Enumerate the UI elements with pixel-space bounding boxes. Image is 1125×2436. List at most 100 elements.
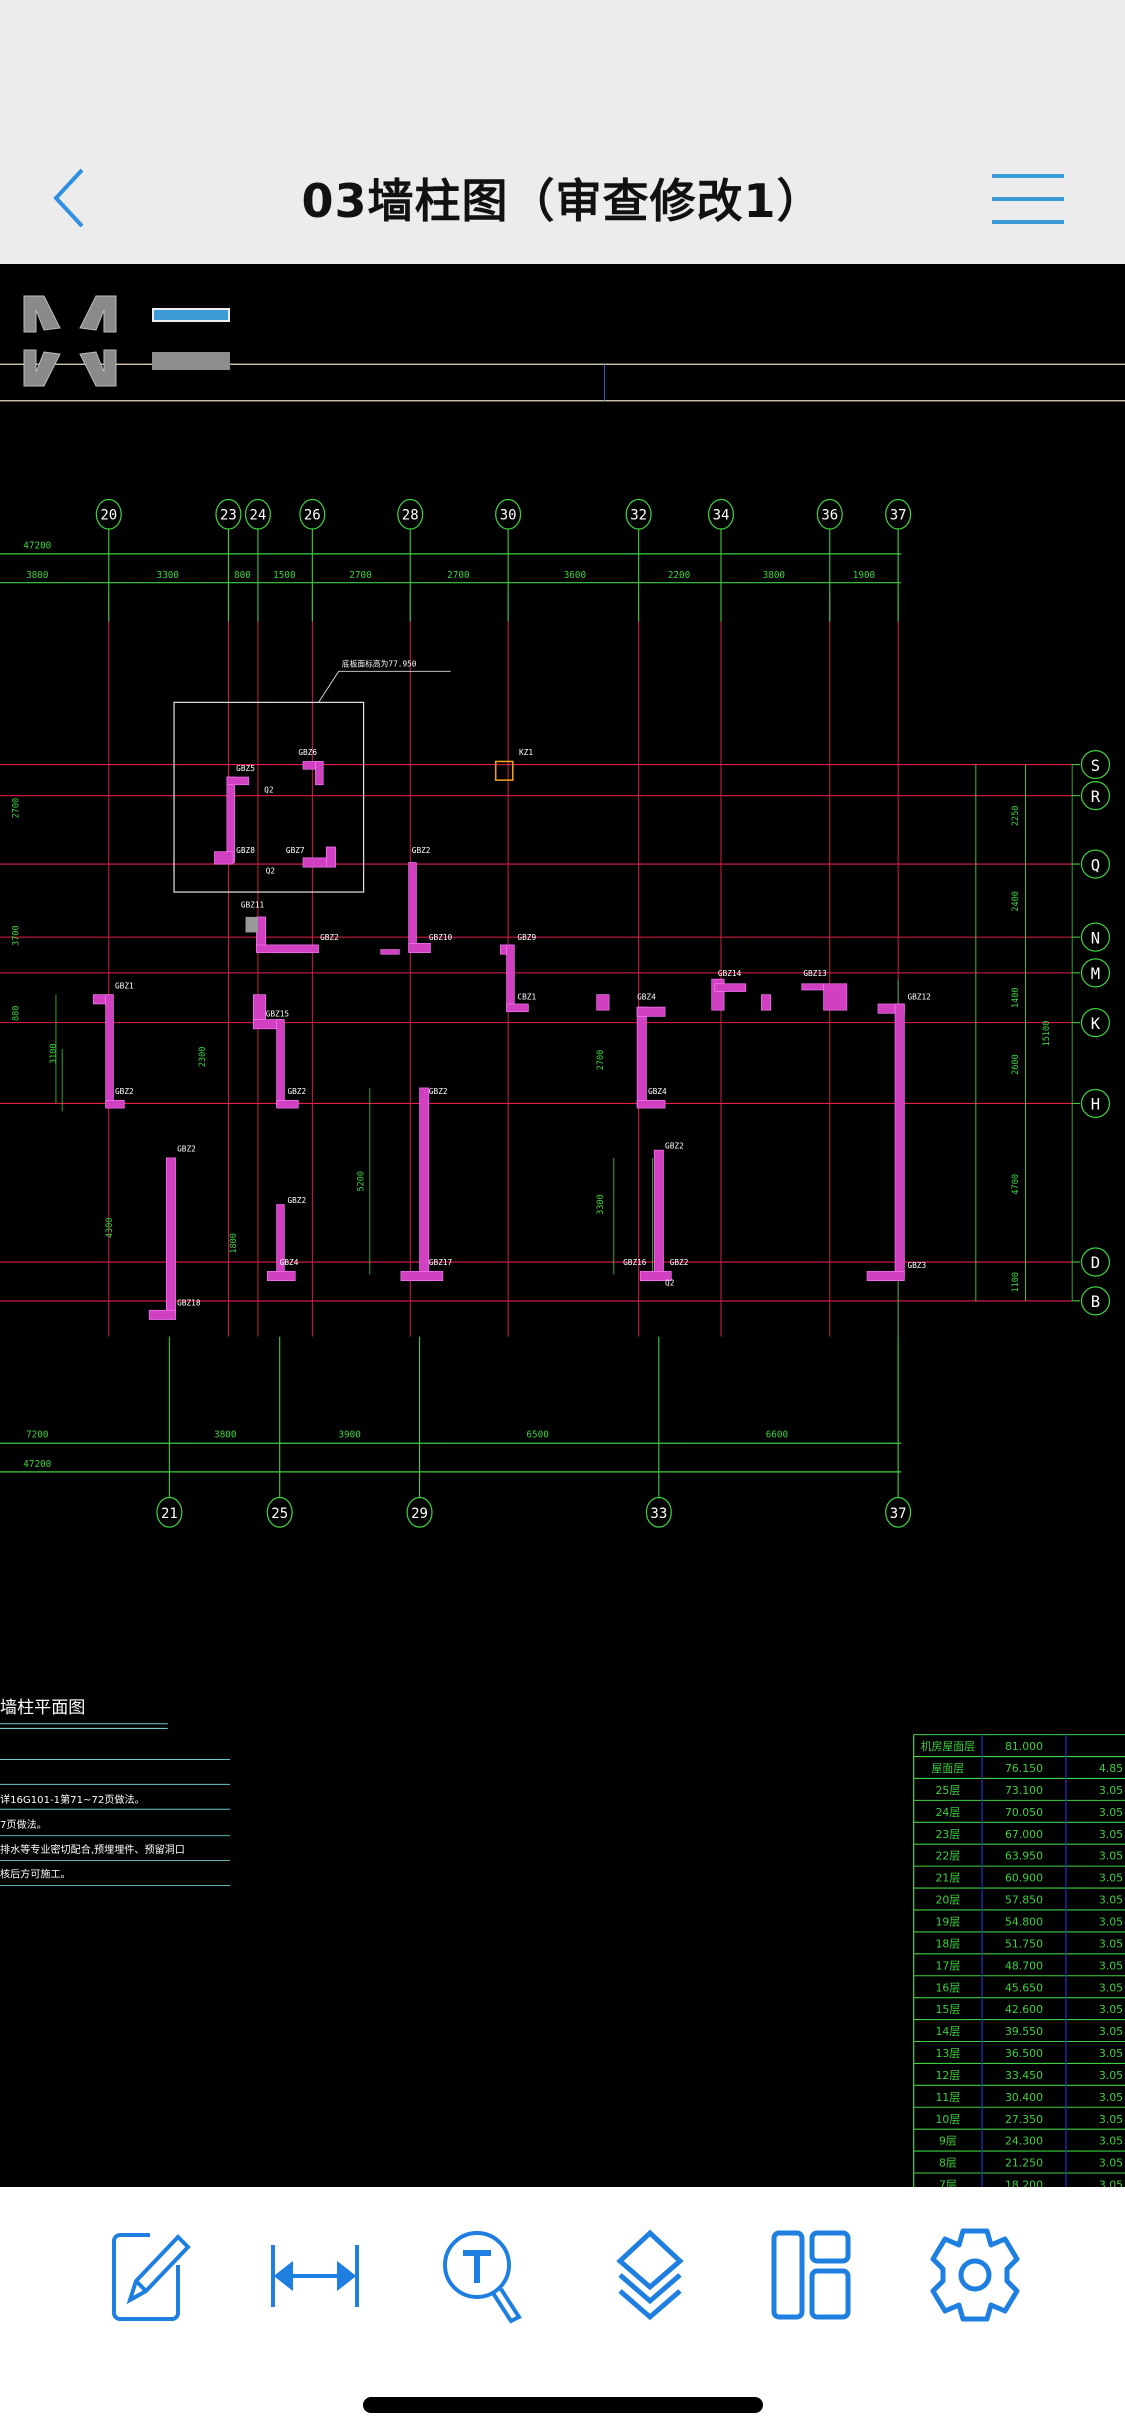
table-cell: 33.450 xyxy=(1005,2069,1043,2082)
wall-segment xyxy=(302,857,327,868)
axis-label: K xyxy=(1091,1015,1101,1033)
dimension-text: 2200 xyxy=(668,570,690,581)
wall-segment xyxy=(636,1100,666,1109)
wall-label: GBZ13 xyxy=(803,969,827,978)
axis-label: 32 xyxy=(630,508,647,524)
dimension-text: 3800 xyxy=(214,1430,236,1441)
annotation-text: 底板面标高为77.950 xyxy=(342,659,417,669)
axis-label: 29 xyxy=(411,1506,428,1522)
wall-segment xyxy=(380,949,400,955)
dimension-text: 15100 xyxy=(1042,1021,1052,1047)
layer-toggle-inactive[interactable] xyxy=(152,352,230,370)
axis-bubble xyxy=(816,498,843,530)
layout-panels-icon xyxy=(771,2230,851,2320)
layers-button[interactable] xyxy=(600,2225,700,2325)
axis-label: N xyxy=(1091,929,1100,947)
annotate-button[interactable] xyxy=(100,2225,200,2325)
text-search-icon xyxy=(443,2231,522,2324)
wall-label: GBZ2 xyxy=(287,1196,306,1205)
wall-segment xyxy=(823,983,848,1011)
table-cell: 18.200 xyxy=(1005,2179,1043,2187)
table-cell: 70.050 xyxy=(1005,1806,1043,1819)
table-cell: 27.350 xyxy=(1005,2113,1043,2126)
table-cell: 3.05 xyxy=(1099,1916,1123,1929)
menu-button[interactable] xyxy=(990,168,1070,228)
axis-label: S xyxy=(1091,757,1100,775)
note-text: 排水等专业密切配合,预埋埋件、预留洞口 xyxy=(0,1843,185,1856)
table-cell: 67.000 xyxy=(1005,1828,1043,1841)
axis-label: 28 xyxy=(402,508,419,524)
table-cell: 15层 xyxy=(936,2003,961,2016)
wall-label: GBZ6 xyxy=(298,748,317,757)
nav-header: 03墙柱图（审查修改1） xyxy=(0,0,1125,264)
wall-label: GBZ4 xyxy=(648,1087,667,1096)
axis-bubble xyxy=(1080,749,1111,780)
wall-segment xyxy=(214,851,234,865)
table-cell: 45.650 xyxy=(1005,1981,1043,1994)
wall-label: GBZ14 xyxy=(718,969,742,978)
dimension-text: 1900 xyxy=(853,570,875,581)
wall-segment xyxy=(266,1271,296,1281)
note-text: 核后方可施工。 xyxy=(0,1868,71,1881)
table-cell: 25层 xyxy=(936,1784,961,1797)
dimension-text: 2700 xyxy=(12,798,22,819)
dimension-text: 6500 xyxy=(526,1430,548,1441)
table-cell: 51.750 xyxy=(1005,1937,1043,1950)
wall-label: CBZ1 xyxy=(517,992,536,1001)
dimension-text: 3600 xyxy=(564,570,586,581)
axis-bubble xyxy=(95,498,122,530)
axis-label: R xyxy=(1091,788,1101,806)
layout-button[interactable] xyxy=(760,2225,860,2325)
back-button[interactable] xyxy=(40,160,100,235)
wall-segment xyxy=(276,1019,285,1107)
wall-segment xyxy=(761,994,772,1011)
plan-title: 墙柱平面图 xyxy=(0,1698,85,1718)
axis-label: 37 xyxy=(890,1506,907,1522)
axis-label: D xyxy=(1091,1254,1100,1272)
table-cell: 3.05 xyxy=(1099,2047,1123,2060)
wall-label: GBZ2 xyxy=(320,933,339,942)
axis-bubble xyxy=(707,498,735,530)
text-search-button[interactable] xyxy=(435,2225,535,2325)
table-cell: 60.900 xyxy=(1005,1872,1043,1885)
table-cell: 3.05 xyxy=(1099,1937,1123,1950)
wall-label: GBZ2 xyxy=(670,1258,689,1267)
table-cell: 3.05 xyxy=(1099,2157,1123,2170)
wall-label: GBZ2 xyxy=(429,1087,448,1096)
fit-screen-button[interactable] xyxy=(22,294,118,388)
table-cell: 3.05 xyxy=(1099,1959,1123,1972)
dimension-text: 3800 xyxy=(763,570,785,581)
axis-bubble xyxy=(156,1496,183,1528)
layer-toggle-active[interactable] xyxy=(152,308,230,322)
table-cell: 3.05 xyxy=(1099,1828,1123,1841)
dimension-text: 2250 xyxy=(1011,806,1021,827)
wall-segment xyxy=(105,1100,125,1109)
axis-bubble xyxy=(885,498,912,530)
dimension-text: 880 xyxy=(12,1006,22,1021)
table-cell: 3.05 xyxy=(1099,2179,1123,2187)
table-cell: 21层 xyxy=(936,1872,961,1885)
axis-label: 20 xyxy=(100,508,117,524)
table-cell: 24层 xyxy=(936,1806,961,1819)
settings-button[interactable] xyxy=(925,2225,1025,2325)
wall-label: Q2 xyxy=(264,786,274,795)
measure-button[interactable] xyxy=(265,2225,365,2325)
wall-segment xyxy=(639,1271,672,1281)
axis-label: Q xyxy=(1091,856,1100,874)
wall-segment xyxy=(148,1309,176,1320)
wall-segment xyxy=(408,943,431,953)
dimension-text: 1500 xyxy=(273,570,295,581)
note-text: 详16G101-1第71~72页做法。 xyxy=(0,1793,145,1806)
wall-label: GBZ4 xyxy=(280,1258,299,1267)
wall-label: GBZ2 xyxy=(177,1145,196,1154)
dimension-text: 3700 xyxy=(12,925,22,946)
table-cell: 3.05 xyxy=(1099,2003,1123,2016)
edit-annotate-icon xyxy=(112,2233,191,2321)
note-text: 7页做法。 xyxy=(0,1818,47,1831)
table-cell: 12层 xyxy=(936,2069,961,2082)
table-cell: 19层 xyxy=(936,1916,961,1929)
dimension-text: 4300 xyxy=(105,1218,115,1239)
axis-bubble xyxy=(406,1496,433,1528)
